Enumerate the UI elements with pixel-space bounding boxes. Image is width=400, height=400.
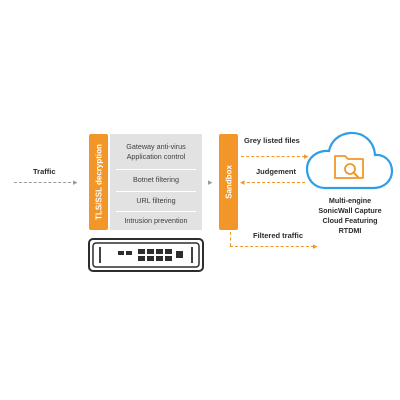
tls-decryption-label: TLS/SSL decryption [94,144,103,220]
filtered-dashed-line [230,246,314,247]
filtered-vertical-dashed-line [230,232,231,246]
grey-listed-files-label: Grey listed files [244,136,300,145]
filter-intrusion-prevention: Intrusion prevention [124,215,188,225]
judgement-label: Judgement [256,167,297,176]
filter-gateway-antivirus: Gateway anti-virus [126,142,186,151]
traffic-dashed-line [14,182,76,183]
sandbox-bar: Sandbox [219,134,238,230]
filtered-traffic-label: Filtered traffic [253,231,304,240]
cloud-desc-line-4: RTDMI [338,226,362,235]
sandbox-label: Sandbox [224,165,233,199]
filter-url: URL filtering [136,196,176,205]
filter-divider [116,191,196,192]
cloud-desc-line-2: SonicWall Capture [318,206,382,215]
firewall-appliance-icon [88,238,204,272]
capture-cloud-description: Multi-engine SonicWall Capture Cloud Fea… [300,196,400,236]
cloud-desc-line-1: Multi-engine [328,196,372,205]
folder-search-icon [334,155,364,179]
filter-botnet: Botnet filtering [133,175,179,184]
traffic-arrow-icon: ▸ [73,177,78,187]
judgement-arrow-icon: ◂ [240,177,245,187]
filter-row-ips: Intrusion prevention [110,212,202,229]
cloud-desc-line-3: Cloud Featuring [322,216,378,225]
filtered-arrow-icon: ▸ [313,241,318,251]
filter-row-av-appcontrol: Gateway anti-virus Application control [110,138,202,166]
capture-cloud-icon [305,131,394,190]
grey-listed-dashed-line [241,156,305,157]
filter-divider [116,169,196,170]
tls-decryption-bar: TLS/SSL decryption [89,134,108,230]
filter-row-botnet: Botnet filtering [110,171,202,189]
filter-application-control: Application control [126,152,186,161]
panel-to-sandbox-arrow-icon: ▸ [208,177,213,187]
traffic-label: Traffic [33,167,56,176]
security-filters-panel: Gateway anti-virus Application control B… [110,134,202,230]
filter-row-url: URL filtering [110,193,202,209]
filter-divider [116,211,196,212]
judgement-dashed-line [247,182,305,183]
grey-listed-arrow-icon: ▸ [304,151,309,161]
